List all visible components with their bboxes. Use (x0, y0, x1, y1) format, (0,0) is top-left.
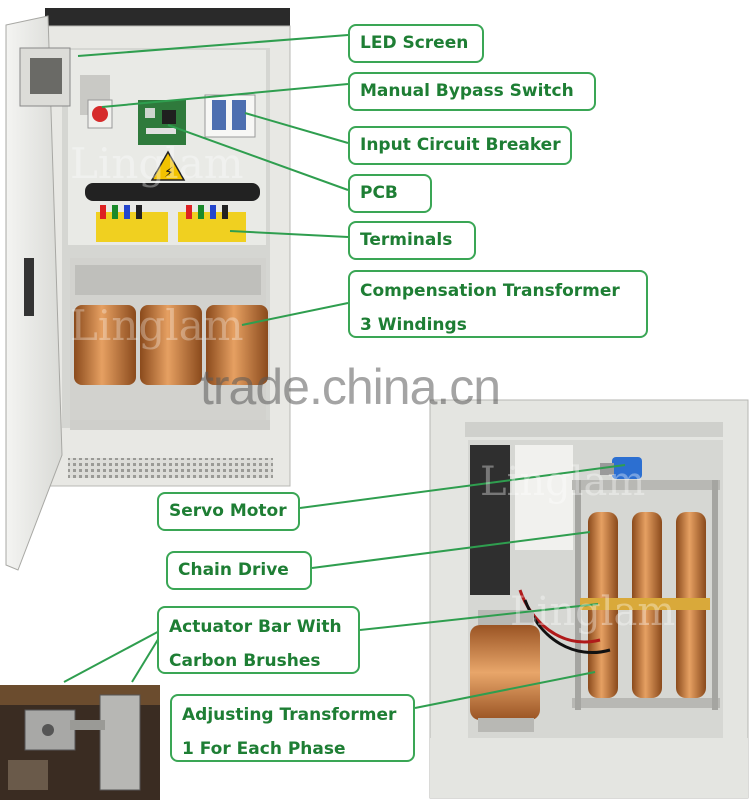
site-watermark: trade.china.cn (200, 359, 501, 415)
label-adjusting-transformer-line1: Adjusting Transformer (182, 705, 397, 725)
pcb-board (138, 100, 186, 145)
label-servo-motor: Servo Motor (157, 492, 300, 531)
brand-watermark-middle: Linglam (70, 301, 244, 350)
label-input-circuit-breaker: Input Circuit Breaker (348, 126, 572, 165)
svg-text:⚡: ⚡ (164, 165, 174, 181)
brand-watermark-bottom: Linglam (510, 589, 675, 635)
label-compensation-transformer: Compensation Transformer 3 Windings (348, 270, 648, 338)
circuit-breaker (204, 94, 256, 138)
compensation-windings (74, 305, 268, 385)
label-adjusting-transformer: Adjusting Transformer 1 For Each Phase (170, 694, 415, 762)
label-adjusting-transformer-line2: 1 For Each Phase (182, 739, 346, 759)
brand-watermark-lower: Linglam (480, 459, 645, 505)
bypass-switch (87, 99, 113, 129)
leader-lines (63, 34, 626, 709)
label-led-screen: LED Screen (348, 24, 484, 63)
upper-cabinet: ⚡ (5, 8, 291, 571)
brush-closeup (0, 685, 160, 800)
label-chain-drive: Chain Drive (166, 551, 312, 590)
label-compensation-transformer-line1: Compensation Transformer (360, 281, 620, 301)
label-actuator-bar-line1: Actuator Bar With (169, 617, 342, 637)
label-compensation-transformer-line2: 3 Windings (360, 315, 467, 335)
label-actuator-bar: Actuator Bar With Carbon Brushes (157, 606, 360, 674)
lower-cabinet (429, 399, 749, 799)
label-pcb: PCB (348, 174, 432, 213)
toroid-transformer (470, 610, 540, 732)
brand-watermark-upper: Linglam (70, 139, 244, 188)
terminal-block (96, 205, 246, 242)
label-manual-bypass-switch: Manual Bypass Switch (348, 72, 596, 111)
label-actuator-bar-line2: Carbon Brushes (169, 651, 321, 671)
label-terminals: Terminals (348, 221, 476, 260)
